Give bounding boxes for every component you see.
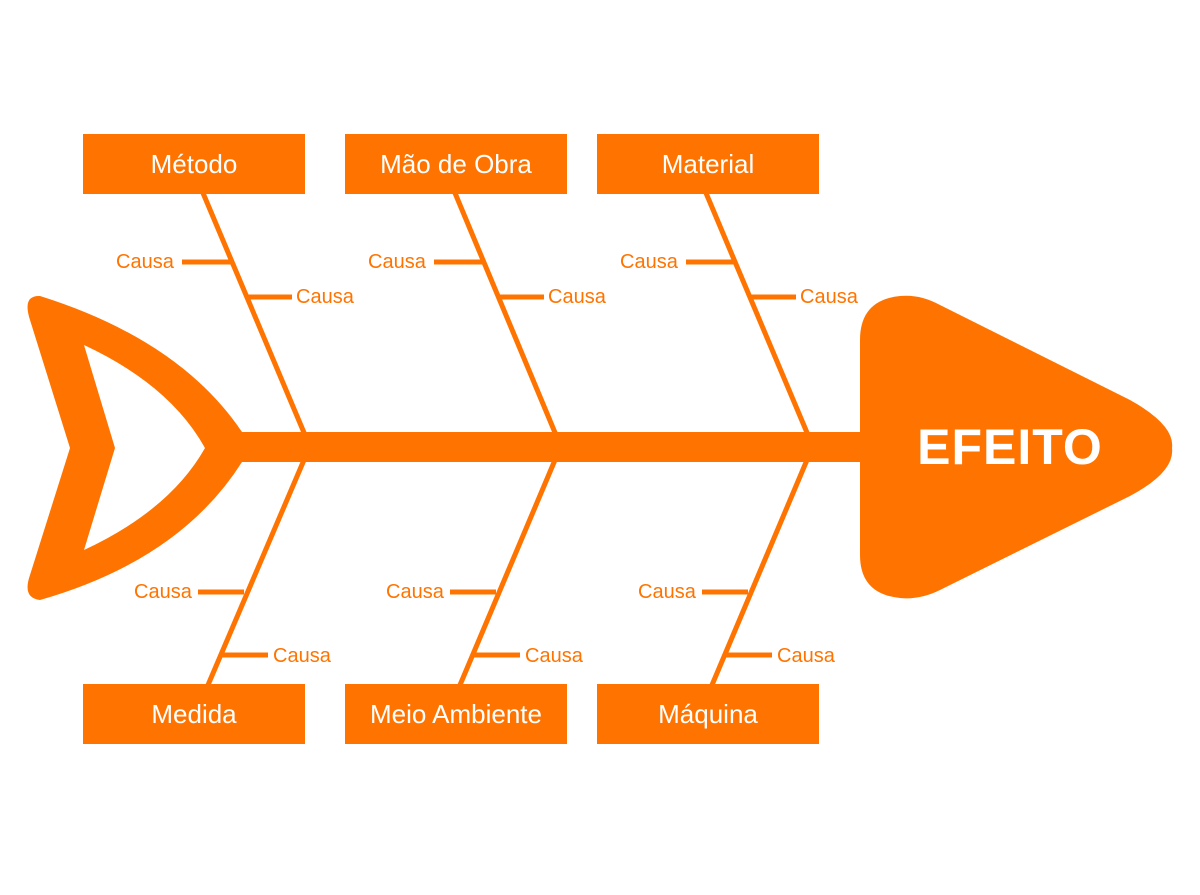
cause-label: Causa (116, 251, 174, 273)
effect-label: EFEITO (917, 419, 1103, 475)
cause-label: Causa (368, 251, 426, 273)
category-label: Método (150, 148, 238, 179)
category-label: Meio Ambiente (370, 698, 542, 729)
cause-label: Causa (296, 286, 354, 308)
cause-label: Causa (525, 645, 583, 667)
cause-label: Causa (620, 251, 678, 273)
bone-meio-ambiente (450, 459, 558, 686)
category-label: Mão de Obra (380, 148, 532, 179)
cause-label: Causa (777, 645, 835, 667)
category-label: Medida (151, 698, 237, 729)
category-material: Material (597, 134, 819, 194)
bone-medida (198, 459, 307, 686)
bone-material (686, 192, 811, 436)
fish-tail (27, 295, 242, 600)
cause-label: Causa (386, 581, 444, 603)
category-meio-ambiente: Meio Ambiente (345, 684, 567, 744)
cause-label: Causa (800, 286, 858, 308)
fish-spine (240, 432, 865, 462)
cause-label: Causa (273, 645, 331, 667)
bone-maquina (702, 459, 810, 686)
category-label: Material (661, 148, 755, 179)
category-label: Máquina (658, 698, 758, 729)
cause-label: Causa (638, 581, 696, 603)
cause-label: Causa (134, 581, 192, 603)
category-maquina: Máquina (597, 684, 819, 744)
category-medida: Medida (83, 684, 305, 744)
bone-metodo (182, 192, 308, 436)
bone-mao-de-obra (434, 192, 559, 436)
fish-head (860, 295, 1173, 599)
category-mao-de-obra: Mão de Obra (345, 134, 567, 194)
cause-label: Causa (548, 286, 606, 308)
category-metodo: Método (83, 134, 305, 194)
